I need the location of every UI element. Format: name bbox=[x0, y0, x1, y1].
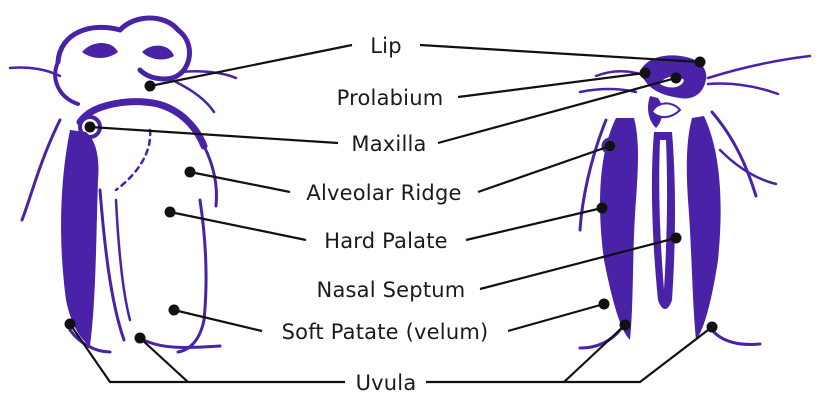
right-palate-illustration bbox=[578, 54, 812, 350]
label-maxilla: Maxilla bbox=[351, 132, 426, 156]
label-prolabium: Prolabium bbox=[337, 86, 444, 110]
leader-lines bbox=[64, 43, 718, 384]
label-soft-palate: Soft Patate (velum) bbox=[282, 320, 489, 344]
left-palate-illustration bbox=[8, 15, 238, 354]
label-uvula: Uvula bbox=[356, 371, 417, 393]
label-alveolar-ridge: Alveolar Ridge bbox=[306, 181, 461, 205]
label-hard-palate: Hard Palate bbox=[324, 229, 448, 253]
label-lip: Lip bbox=[370, 34, 401, 58]
labels: Lip Prolabium Maxilla Alveolar Ridge Har… bbox=[282, 34, 489, 393]
label-nasal-septum: Nasal Septum bbox=[317, 278, 466, 302]
